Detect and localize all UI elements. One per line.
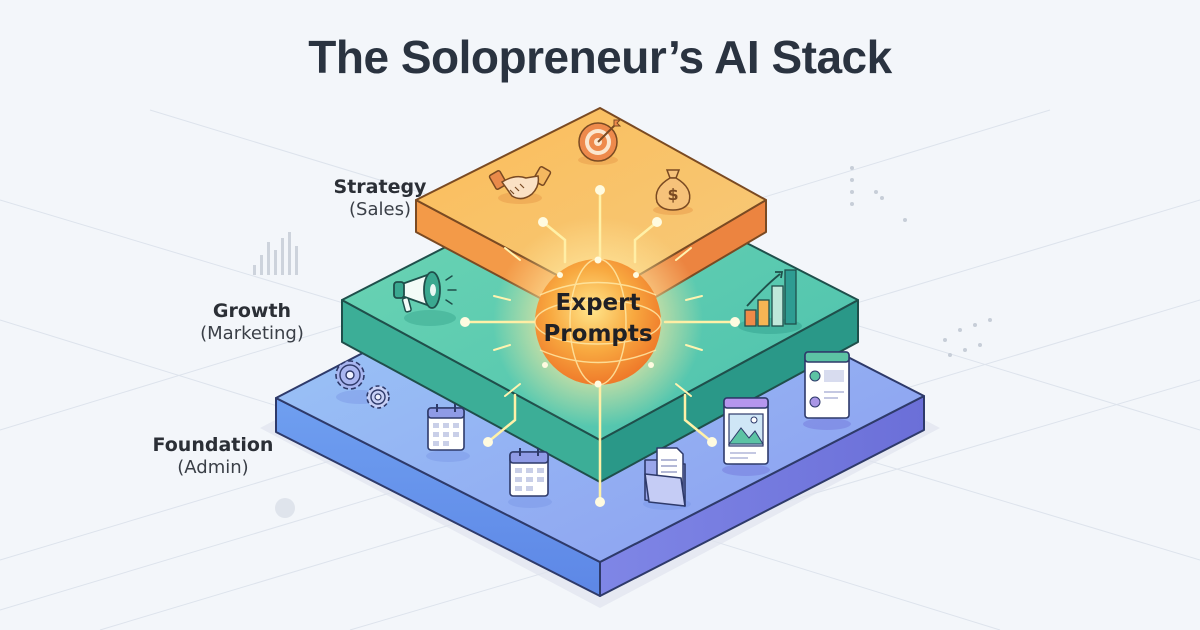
decor-pie-icon: [275, 498, 295, 518]
label-foundation-sub: (Admin): [177, 456, 249, 478]
handshake-icon: [488, 166, 552, 204]
orb-line-1: Expert: [555, 290, 641, 316]
label-strategy-name: Strategy: [333, 176, 427, 198]
image-window-icon: [722, 397, 770, 476]
svg-text:$: $: [667, 185, 678, 204]
bar-chart-growth-icon: [738, 269, 802, 334]
megaphone-icon: [393, 271, 457, 326]
decor-bar-chart-icon: [253, 232, 298, 275]
orb-line-2: Prompts: [543, 321, 653, 347]
calendar-icon: [426, 404, 470, 462]
label-growth: Growth (Marketing): [182, 300, 322, 344]
money-bag-icon: $: [653, 169, 693, 215]
gears-icon: [335, 360, 390, 409]
expert-prompts-orb: [493, 217, 703, 427]
decor-dots: [850, 166, 992, 357]
calendar-icon: [508, 448, 552, 508]
page-title: The Solopreneur’s AI Stack: [308, 31, 892, 83]
expert-prompts-label: Expert Prompts: [520, 288, 676, 350]
label-foundation: Foundation (Admin): [140, 434, 286, 478]
circuit-nodes: [460, 185, 740, 507]
label-strategy-sub: (Sales): [349, 198, 411, 220]
list-window-icon: [803, 351, 851, 430]
folder-document-icon: [643, 447, 691, 510]
label-foundation-name: Foundation: [152, 434, 274, 456]
label-growth-sub: (Marketing): [200, 322, 304, 344]
label-growth-name: Growth: [212, 300, 292, 322]
label-strategy: Strategy (Sales): [320, 176, 440, 220]
target-icon: [578, 119, 622, 165]
